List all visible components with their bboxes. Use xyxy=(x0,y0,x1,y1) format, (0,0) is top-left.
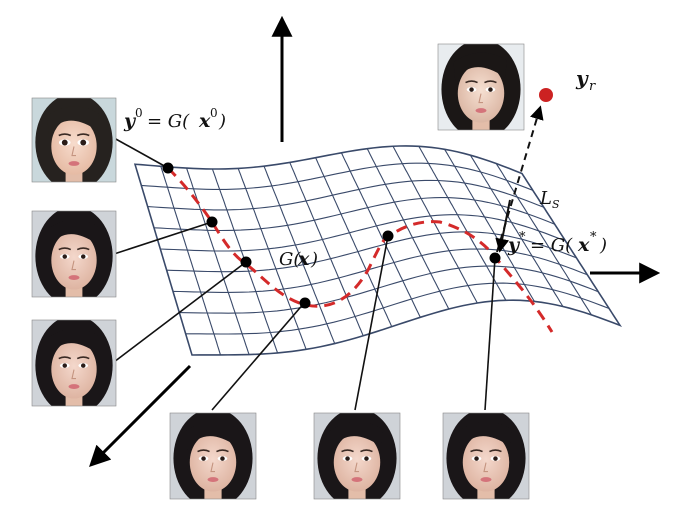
svg-text:*: * xyxy=(519,230,526,245)
svg-text:y: y xyxy=(123,110,137,132)
grid-line-vertical xyxy=(444,149,535,302)
grid-line-horizontal xyxy=(153,197,555,232)
grid-line-vertical xyxy=(366,148,450,310)
target-arrow xyxy=(495,199,511,253)
leader-lines xyxy=(113,137,496,411)
point-step4 xyxy=(382,230,394,242)
svg-text:G(: G( xyxy=(279,249,301,270)
svg-text:x: x xyxy=(198,110,211,132)
svg-text:S: S xyxy=(552,198,560,211)
svg-text:r: r xyxy=(589,79,596,94)
svg-text:x: x xyxy=(577,234,590,256)
face-reference xyxy=(437,43,525,131)
face-left-3 xyxy=(31,319,117,407)
svg-text:= G(: = G( xyxy=(147,111,190,132)
point-y0 xyxy=(162,162,174,174)
grid-line-vertical xyxy=(237,168,307,350)
svg-text:x: x xyxy=(297,248,310,270)
svg-text:*: * xyxy=(590,230,597,245)
svg-text:y: y xyxy=(575,66,589,90)
grid-line-horizontal xyxy=(185,282,610,335)
face-left-1 xyxy=(31,97,117,183)
face-left-2 xyxy=(31,210,117,298)
grid-line-horizontal xyxy=(166,231,577,273)
grid-line-horizontal xyxy=(160,214,566,252)
point-ystar xyxy=(489,252,501,264)
svg-text:= G(: = G( xyxy=(530,235,573,256)
grid-line-vertical xyxy=(263,165,336,344)
face-bottom-1 xyxy=(169,412,257,500)
grid-line-vertical xyxy=(495,163,592,316)
grid-line-horizontal xyxy=(172,248,588,293)
svg-text:0: 0 xyxy=(210,106,218,120)
depth-axis xyxy=(89,364,192,467)
face-thumbnails xyxy=(31,43,530,500)
grid-line-vertical xyxy=(289,162,364,337)
grid-line-vertical xyxy=(315,157,393,327)
grid-line-horizontal xyxy=(179,265,599,314)
point-step2 xyxy=(240,256,252,268)
point-gx xyxy=(299,297,311,309)
grid-line-vertical xyxy=(469,154,564,307)
svg-text:): ) xyxy=(310,249,318,270)
grid-line-vertical xyxy=(418,146,507,301)
svg-text:L: L xyxy=(539,188,552,209)
svg-text:): ) xyxy=(218,111,226,132)
label-ystar: y * = G( x * ) xyxy=(507,230,607,256)
svg-text:0: 0 xyxy=(135,106,143,120)
grid-line-vertical xyxy=(392,145,478,304)
point-step1 xyxy=(206,216,218,228)
face-bottom-2 xyxy=(313,412,401,500)
label-ls: L S xyxy=(539,188,560,211)
label-yr: y r xyxy=(575,66,596,94)
optimization-trajectory xyxy=(166,166,554,333)
grid-line-vertical xyxy=(340,152,421,318)
axes xyxy=(89,15,661,467)
grid-line-vertical xyxy=(160,166,222,356)
grid-line-horizontal xyxy=(147,179,545,211)
point-yr xyxy=(539,88,553,102)
svg-text:): ) xyxy=(599,235,607,256)
trajectory-points xyxy=(162,88,553,309)
label-gx: G( x ) xyxy=(279,248,318,270)
face-bottom-3 xyxy=(442,412,530,500)
svg-text:y: y xyxy=(507,234,521,256)
grid-line-horizontal xyxy=(141,162,534,191)
label-y0: y 0 = G( x 0 ) xyxy=(123,106,226,132)
